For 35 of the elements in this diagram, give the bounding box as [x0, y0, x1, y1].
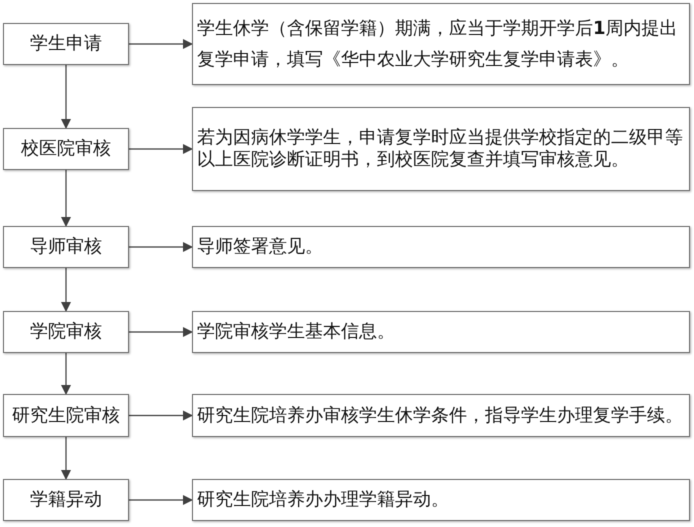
description-text: 导师签署意见。: [197, 235, 323, 259]
arrow: [61, 65, 71, 129]
process-box: [3, 128, 129, 170]
process-box: [3, 394, 129, 437]
description-box: [192, 479, 690, 521]
description-box: [192, 107, 690, 191]
description-box: [192, 226, 690, 268]
arrow: [61, 353, 71, 395]
description-box: [192, 394, 690, 437]
description-box: [192, 3, 690, 85]
description-text: 学院审核学生基本信息。: [197, 320, 395, 344]
description-text: 研究生院培养办审核学生休学条件，指导学生办理复学手续。: [197, 404, 683, 428]
step-label: 研究生院审核: [12, 404, 120, 428]
arrow: [129, 144, 193, 154]
arrow: [61, 170, 71, 227]
process-box: [3, 479, 129, 521]
description-text: 若为因病休学学生，申请复学时应当提供学校指定的二级甲等以上医院诊断证明书，到校医院复查并填写审核意见。: [197, 127, 684, 171]
step-label: 导师审核: [30, 235, 102, 259]
arrow: [129, 39, 193, 49]
step-label: 学院审核: [30, 320, 102, 344]
process-box: [3, 311, 129, 353]
process-box: [3, 226, 129, 268]
arrow: [129, 495, 193, 505]
arrow: [129, 327, 193, 337]
arrow: [129, 242, 193, 252]
description-box: [192, 311, 690, 353]
process-box: [3, 23, 129, 65]
step-label: 学生申请: [30, 32, 102, 56]
description-text: 学生休学（含保留学籍）期满，应当于学期开学后1周内提出复学申请，填写《华中农业大学研究生复学申请表》。: [197, 17, 679, 72]
arrow: [129, 410, 193, 420]
description-text: 研究生院培养办办理学籍异动。: [197, 488, 449, 512]
step-label: 学籍异动: [30, 488, 102, 512]
arrow: [61, 268, 71, 312]
step-label: 校医院审核: [21, 137, 111, 161]
arrow: [61, 437, 71, 480]
